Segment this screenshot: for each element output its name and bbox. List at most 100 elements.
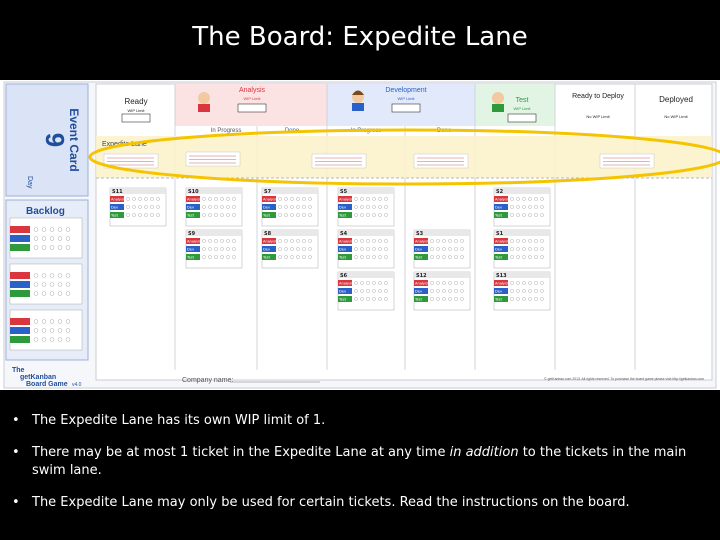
ticket-row-label: Test (262, 214, 271, 218)
column-test: Test (516, 97, 529, 104)
svg-text:WIP Limit: WIP Limit (397, 96, 415, 101)
ticket-row-label: Test (186, 256, 195, 260)
svg-text:Board Game: Board Game (26, 381, 68, 388)
ticket-row-label: Test (494, 256, 503, 260)
event-card-day: Day (26, 176, 33, 189)
ticket-row-label: Analysis (187, 198, 202, 202)
expedite-note (413, 153, 469, 169)
ticket-row-label: Analysis (339, 282, 354, 286)
ticket-row-label: Analysis (495, 282, 510, 286)
backlog-ticket (9, 309, 83, 351)
svg-text:In Progress: In Progress (211, 128, 242, 134)
expedite-note (103, 153, 159, 169)
ticket-row-label: Dev (339, 290, 347, 294)
ticket-id: S7 (264, 189, 272, 195)
expedite-lane: Expedite Lane (96, 136, 712, 179)
ticket-row-label: Analysis (339, 240, 354, 244)
backlog-ticket (9, 263, 83, 305)
ticket-id: S6 (340, 273, 348, 279)
expedite-note (311, 153, 367, 169)
bullet-item: •The Expedite Lane may only be used for … (12, 495, 630, 510)
ticket-row-label: Dev (495, 290, 503, 294)
company-name-label: Company name: (182, 377, 233, 384)
ticket-row-label: Dev (187, 248, 195, 252)
ticket-row-label: Dev (495, 206, 503, 210)
board-copyright: © getKanban.com 2013. All rights reserve… (544, 377, 704, 381)
ticket-row-label: Dev (415, 248, 423, 252)
ticket-row-label: Dev (111, 206, 119, 210)
developer-avatar (352, 90, 364, 111)
expedite-note (599, 153, 655, 169)
ticket-id: S5 (340, 189, 348, 195)
ticket-row-label: Analysis (339, 198, 354, 202)
ticket-row-label: Test (414, 298, 423, 302)
ticket-row-label: Analysis (495, 198, 510, 202)
ticket-row-label: Test (110, 214, 119, 218)
ticket-row-label: Test (494, 298, 503, 302)
ticket-row-label: Dev (415, 290, 423, 294)
svg-text:WIP Limit: WIP Limit (127, 108, 145, 113)
column-deployed: Deployed (659, 95, 693, 104)
tester-avatar (492, 92, 504, 112)
bullet-list: •The Expedite Lane has its own WIP limit… (12, 412, 702, 526)
getkanban-logo: The getKanban Board Game v4.0 (12, 367, 82, 388)
ticket-id: S4 (340, 231, 348, 237)
ticket-row-label: Test (338, 298, 347, 302)
ticket-row-label: Analysis (415, 282, 430, 286)
event-card-label: Event Card (67, 108, 81, 171)
ticket-row-label: Dev (495, 248, 503, 252)
ticket-row-label: Test (338, 214, 347, 218)
event-card-panel: Event Card 9 Day (5, 83, 89, 197)
column-ready-to-deploy: Ready to Deploy (572, 93, 624, 100)
ticket-id: S10 (188, 189, 199, 195)
ticket-id: S9 (188, 231, 196, 237)
ticket-id: S11 (112, 189, 123, 195)
ticket-row-label: Test (338, 256, 347, 260)
ticket-row-label: Analysis (415, 240, 430, 244)
column-ready: Ready (124, 97, 147, 106)
backlog-panel: Backlog (5, 199, 89, 361)
ticket-id: S2 (496, 189, 504, 195)
ticket-id: S1 (496, 231, 504, 237)
svg-text:getKanban: getKanban (20, 374, 56, 381)
ticket-row-label: Test (494, 214, 503, 218)
column-analysis: Analysis (239, 87, 266, 94)
slide-title: The Board: Expedite Lane (192, 22, 528, 52)
svg-text:WIP Limit: WIP Limit (513, 106, 531, 111)
svg-text:WIP Limit: WIP Limit (243, 96, 261, 101)
svg-text:The: The (12, 367, 25, 374)
ticket-row-label: Test (414, 256, 423, 260)
ticket-row-label: Analysis (111, 198, 126, 202)
ticket-row-label: Analysis (263, 240, 278, 244)
ticket-row-label: Dev (187, 206, 195, 210)
ticket-id: S3 (416, 231, 424, 237)
ticket-row-label: Analysis (187, 240, 202, 244)
ticket-row-label: Dev (339, 248, 347, 252)
kanban-board-image: Event Card 9 Day Backlog The getKanban B… (0, 80, 720, 390)
svg-text:No WIP Limit: No WIP Limit (664, 114, 688, 119)
bullet-item: •The Expedite Lane has its own WIP limit… (12, 413, 326, 428)
ticket-row-label: Dev (339, 206, 347, 210)
ticket-row-label: Test (186, 214, 195, 218)
ticket-id: S12 (416, 273, 427, 279)
bullet-item: •There may be at most 1 ticket in the Ex… (12, 445, 687, 478)
svg-text:No WIP Limit: No WIP Limit (586, 114, 610, 119)
ticket-id: S13 (496, 273, 507, 279)
ticket-row-label: Analysis (495, 240, 510, 244)
expedite-note (185, 151, 241, 167)
column-development: Development (385, 87, 426, 94)
ticket-row-label: Dev (263, 206, 271, 210)
ticket-row-label: Analysis (263, 198, 278, 202)
backlog-label: Backlog (26, 206, 65, 217)
